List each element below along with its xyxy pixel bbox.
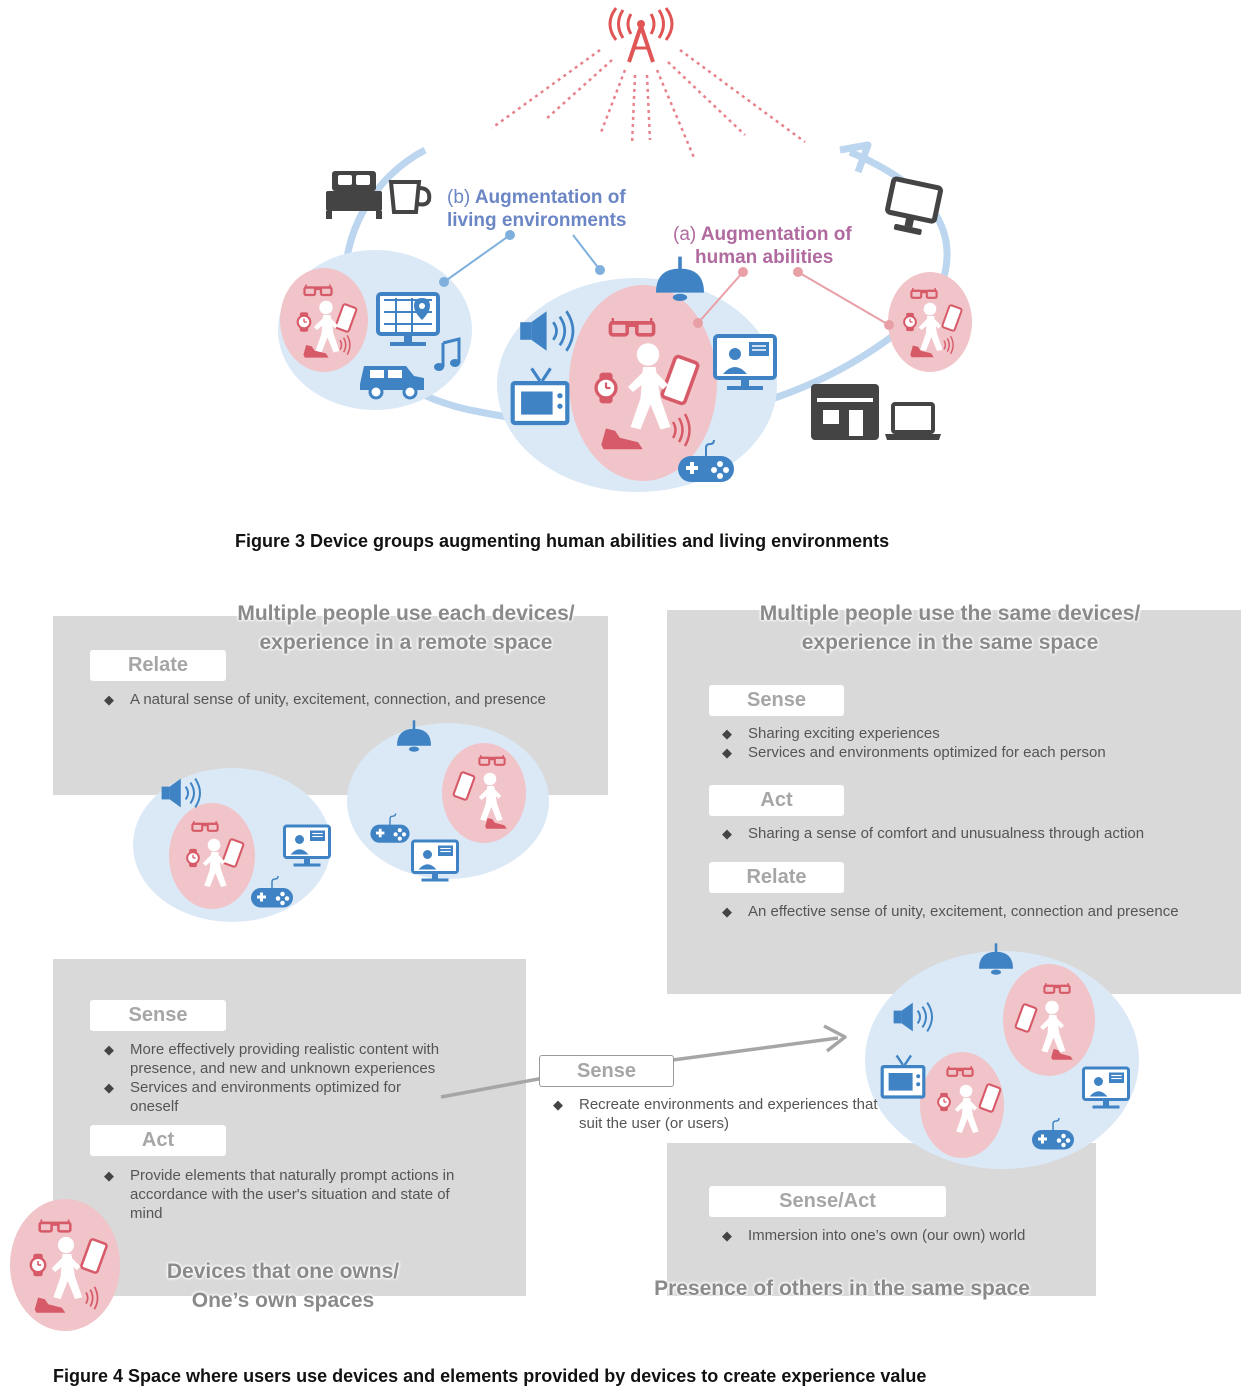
list-item: Recreate environments and experiences th… bbox=[553, 1095, 883, 1133]
desktop-monitor-icon bbox=[885, 176, 943, 235]
same-sense-label: Sense bbox=[709, 685, 844, 716]
label-a-line2: human abilities bbox=[695, 247, 834, 268]
list-item: Services and environments optimized for … bbox=[722, 743, 1222, 762]
remote-panel-title: Multiple people use each devices/ experi… bbox=[210, 599, 602, 657]
same-relate-list: An effective sense of unity, excitement,… bbox=[722, 902, 1227, 921]
cup-icon bbox=[388, 180, 432, 214]
label-a-connectors bbox=[693, 267, 894, 330]
middle-sense-label: Sense bbox=[539, 1055, 674, 1087]
own-panel-title: Devices that one owns/ One’s own spaces bbox=[130, 1257, 436, 1315]
list-item: Services and environments optimized for … bbox=[104, 1078, 482, 1116]
label-b-line2: living environments bbox=[447, 210, 627, 231]
same-panel-title: Multiple people use the same devices/ ex… bbox=[720, 599, 1180, 657]
presence-panel-title: Presence of others in the same space bbox=[654, 1277, 1030, 1300]
remote-title-line1: Multiple people use each devices/ bbox=[237, 602, 575, 625]
middle-sense-list: Recreate environments and experiences th… bbox=[553, 1095, 883, 1133]
own-sense-label: Sense bbox=[90, 1000, 226, 1031]
figure3-diagram bbox=[278, 7, 972, 492]
bed-icon bbox=[326, 171, 382, 219]
list-item: An effective sense of unity, excitement,… bbox=[722, 902, 1227, 921]
own-title-line1: Devices that one owns/ bbox=[166, 1260, 400, 1283]
list-item: Sharing exciting experiences bbox=[722, 724, 1222, 743]
same-sense-list: Sharing exciting experiences Services an… bbox=[722, 724, 1222, 762]
transition-arrow-head bbox=[823, 1024, 847, 1053]
signal-lines bbox=[491, 48, 806, 161]
presence-list: Immersion into one’s own (our own) world bbox=[722, 1226, 1082, 1245]
list-item: Immersion into one’s own (our own) world bbox=[722, 1226, 1082, 1245]
radio-tower-icon bbox=[608, 7, 674, 63]
presence-sense-act-label: Sense/Act bbox=[709, 1186, 946, 1217]
label-b-line1: Augmentation of bbox=[474, 187, 626, 208]
label-a-letter: (a) bbox=[673, 224, 697, 245]
same-title-line2: experience in the same space bbox=[801, 631, 1099, 654]
figure3-caption: Figure 3 Device groups augmenting human … bbox=[235, 531, 890, 551]
list-item: Sharing a sense of comfort and unusualne… bbox=[722, 824, 1222, 843]
same-act-list: Sharing a sense of comfort and unusualne… bbox=[722, 824, 1222, 843]
map-monitor-icon bbox=[376, 292, 440, 346]
laptop-icon bbox=[885, 402, 941, 440]
same-relate-label: Relate bbox=[709, 862, 844, 893]
own-act-list: Provide elements that naturally prompt a… bbox=[104, 1166, 474, 1223]
own-act-label: Act bbox=[90, 1125, 226, 1156]
remote-relate-list: A natural sense of unity, excitement, co… bbox=[104, 690, 584, 709]
list-item: A natural sense of unity, excitement, co… bbox=[104, 690, 584, 709]
list-item: More effectively providing realistic con… bbox=[104, 1040, 482, 1078]
music-note-icon bbox=[434, 337, 461, 371]
car-icon bbox=[360, 366, 424, 400]
own-title-line2: One’s own spaces bbox=[191, 1289, 375, 1312]
remote-relate-label: Relate bbox=[90, 650, 226, 681]
list-item: Provide elements that naturally prompt a… bbox=[104, 1166, 474, 1223]
label-b: (b) Augmentation of living environments bbox=[447, 186, 626, 232]
remote-title-line2: experience in a remote space bbox=[259, 631, 553, 654]
store-icon bbox=[811, 384, 879, 440]
same-title-line1: Multiple people use the same devices/ bbox=[759, 602, 1141, 625]
label-b-connectors bbox=[439, 230, 605, 287]
label-a: (a) Augmentation of human abilities bbox=[673, 223, 852, 269]
arrow-head bbox=[839, 141, 872, 174]
label-b-letter: (b) bbox=[447, 187, 471, 208]
figure4-caption: Figure 4 Space where users use devices a… bbox=[53, 1366, 927, 1386]
label-a-line1: Augmentation of bbox=[700, 224, 852, 245]
same-act-label: Act bbox=[709, 785, 844, 816]
own-sense-list: More effectively providing realistic con… bbox=[104, 1040, 482, 1116]
